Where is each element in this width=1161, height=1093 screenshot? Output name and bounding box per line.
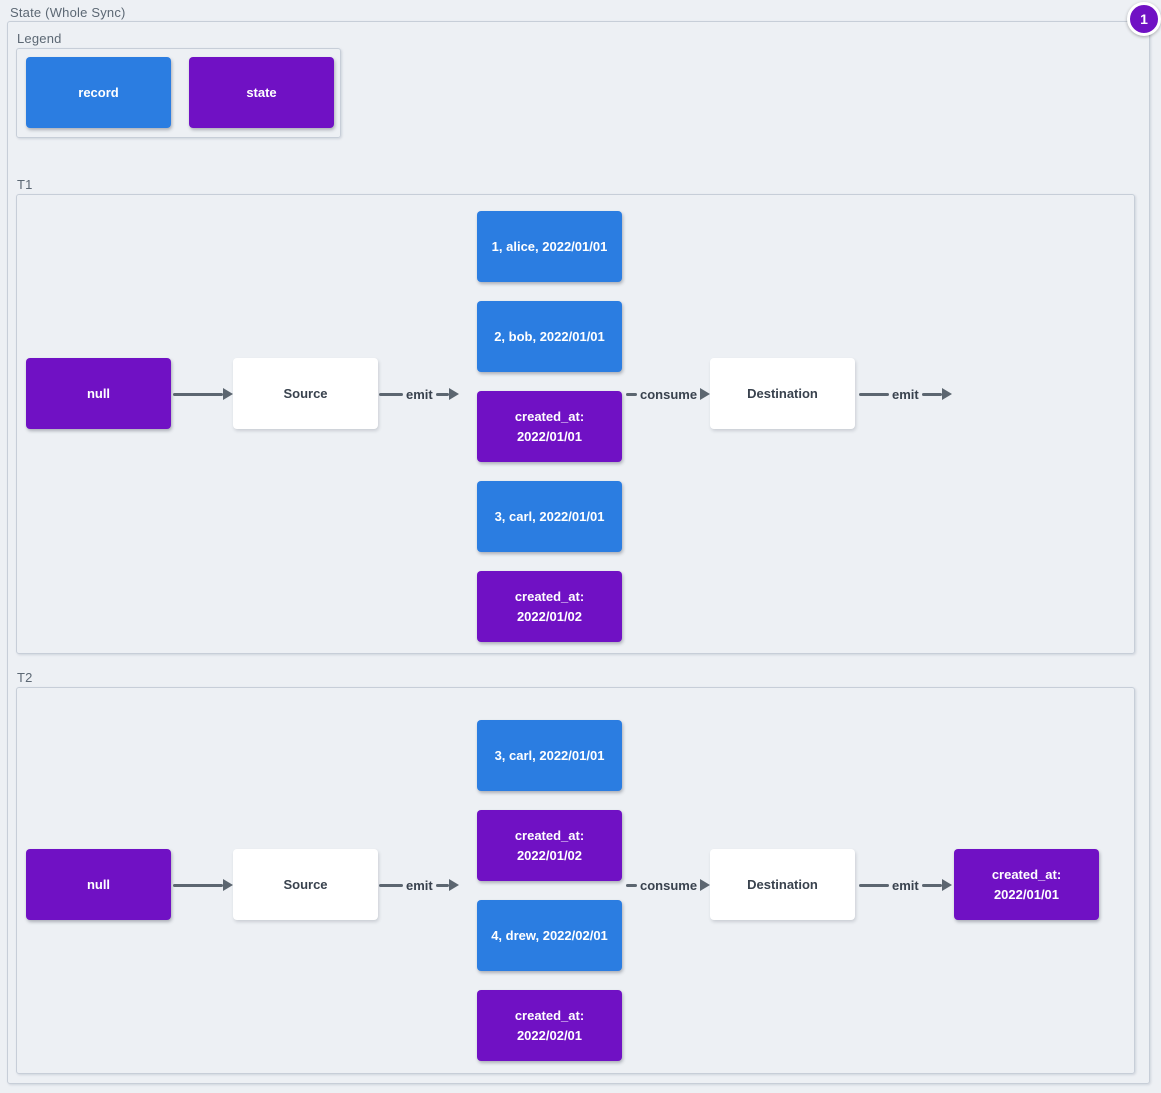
emit-out-arrow: emit bbox=[859, 875, 955, 895]
arrowhead-icon bbox=[223, 879, 233, 891]
emit-out-arrow: emit bbox=[859, 384, 955, 404]
source-node: Source bbox=[233, 849, 378, 920]
queue-item-state: created_at: 2022/02/01 bbox=[477, 990, 622, 1061]
arrowhead-icon bbox=[700, 388, 711, 400]
arrowhead-icon bbox=[941, 388, 952, 400]
arrow-line bbox=[859, 392, 889, 396]
state-whole-sync-group bbox=[7, 21, 1150, 1084]
destination-node: Destination bbox=[710, 849, 855, 920]
timeline-t2-group: null Source emit 3, carl, 2022/01/01 cre… bbox=[16, 687, 1135, 1074]
arrow-line bbox=[173, 883, 223, 887]
timeline-t1-label: T1 bbox=[17, 177, 33, 192]
timeline-t1-group: null Source emit 1, alice, 2022/01/01 2,… bbox=[16, 194, 1135, 654]
destination-node: Destination bbox=[710, 358, 855, 429]
input-state-node: null bbox=[26, 358, 171, 429]
queue-item-state: created_at: 2022/01/02 bbox=[477, 571, 622, 642]
arrowhead-icon bbox=[448, 388, 459, 400]
arrow-line bbox=[859, 883, 889, 887]
emit-out-arrow-label: emit bbox=[892, 386, 919, 402]
arrow-line bbox=[379, 392, 403, 396]
queue-item-state: created_at: 2022/01/01 bbox=[477, 391, 622, 462]
arrow-line bbox=[173, 392, 223, 396]
emit-arrow: emit bbox=[379, 384, 479, 404]
queue-item-record: 3, carl, 2022/01/01 bbox=[477, 481, 622, 552]
arrow-line bbox=[379, 883, 403, 887]
queue-item-record: 2, bob, 2022/01/01 bbox=[477, 301, 622, 372]
legend-group: record state bbox=[16, 48, 341, 138]
emit-arrow-label: emit bbox=[406, 386, 433, 402]
emit-arrow-label: emit bbox=[406, 877, 433, 893]
queue-item-record: 3, carl, 2022/01/01 bbox=[477, 720, 622, 791]
arrowhead-icon bbox=[941, 879, 952, 891]
consume-arrow-label: consume bbox=[640, 386, 698, 402]
consume-arrow: consume bbox=[626, 384, 722, 404]
output-state-node: created_at: 2022/01/01 bbox=[954, 849, 1099, 920]
diagram-title: State (Whole Sync) bbox=[10, 5, 126, 20]
arrow-line bbox=[626, 392, 637, 396]
arrow-line bbox=[435, 883, 449, 887]
message-queue-column: 1, alice, 2022/01/01 2, bob, 2022/01/01 … bbox=[477, 211, 622, 642]
legend-label: Legend bbox=[17, 31, 62, 46]
input-state-node: null bbox=[26, 849, 171, 920]
message-queue-column: 3, carl, 2022/01/01 created_at: 2022/01/… bbox=[477, 720, 622, 1061]
queue-item-record: 1, alice, 2022/01/01 bbox=[477, 211, 622, 282]
timeline-t2-label: T2 bbox=[17, 670, 33, 685]
arrow-null-to-source bbox=[173, 384, 233, 404]
queue-item-state: created_at: 2022/01/02 bbox=[477, 810, 622, 881]
arrow-line bbox=[921, 392, 942, 396]
arrow-line bbox=[626, 883, 637, 887]
emit-arrow: emit bbox=[379, 875, 479, 895]
arrow-line bbox=[921, 883, 942, 887]
arrowhead-icon bbox=[223, 388, 233, 400]
arrowhead-icon bbox=[700, 879, 711, 891]
arrow-null-to-source bbox=[173, 875, 233, 895]
arrowhead-icon bbox=[448, 879, 459, 891]
annotation-badge[interactable]: 1 bbox=[1127, 2, 1161, 36]
queue-item-record: 4, drew, 2022/02/01 bbox=[477, 900, 622, 971]
consume-arrow: consume bbox=[626, 875, 722, 895]
source-node: Source bbox=[233, 358, 378, 429]
arrow-line bbox=[435, 392, 449, 396]
legend-state-swatch: state bbox=[189, 57, 334, 128]
emit-out-arrow-label: emit bbox=[892, 877, 919, 893]
legend-record-swatch: record bbox=[26, 57, 171, 128]
consume-arrow-label: consume bbox=[640, 877, 698, 893]
